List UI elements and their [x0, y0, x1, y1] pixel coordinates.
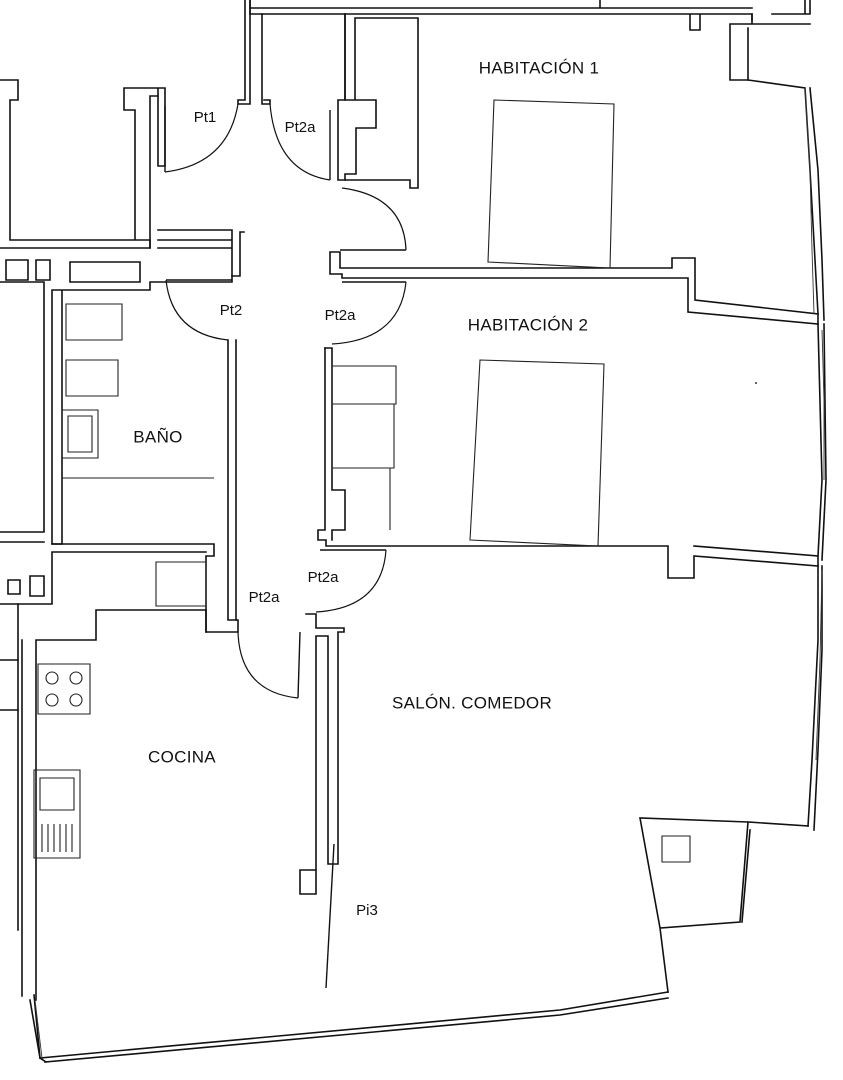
wall-left-block-inner — [149, 95, 159, 249]
door-arc-pt2a-top — [269, 103, 331, 181]
wall-bottom-exterior — [33, 991, 669, 1064]
hob — [37, 663, 91, 715]
wall-pt2a-top-jamb — [261, 13, 271, 105]
door-labels: Pt1 Pt2a Pt2 Pt2a Pt2a Pt2a Pi3 — [194, 109, 378, 919]
wall-left-exterior-mid — [0, 281, 45, 543]
door-arc-pt1 — [164, 103, 239, 173]
bed-hab2 — [469, 359, 605, 547]
wall-pt1-jamb — [237, 0, 251, 105]
door-arc-pt2a-ll — [237, 631, 299, 699]
cabinet-cocina — [155, 561, 207, 607]
door-leaf-pi3 — [325, 843, 335, 989]
wall-hab1-hab2 — [329, 251, 819, 325]
furniture — [33, 99, 757, 859]
label-pt2a-mid: Pt2a — [325, 307, 357, 324]
room-labels: HABITACIÓN 1 HABITACIÓN 2 BAÑO SALÓN. CO… — [133, 58, 599, 766]
door-leaf-pt2a-ll — [297, 631, 301, 699]
wall-left-block-top — [0, 79, 166, 249]
wall-cocina — [17, 551, 207, 1001]
label-habitacion2: HABITACIÓN 2 — [468, 315, 588, 334]
wall-salon-bay — [639, 817, 809, 993]
window-right — [804, 87, 825, 761]
label-pt1: Pt1 — [194, 109, 217, 126]
wall-cocina-outer — [0, 639, 41, 1059]
wall-hab2-left-inner — [324, 347, 346, 541]
wall-top-exterior — [249, 0, 753, 31]
label-salon: SALÓN. COMEDOR — [392, 693, 552, 712]
label-pt2a-lower-right: Pt2a — [308, 569, 340, 586]
wall-hab1-left-outer — [337, 13, 346, 181]
label-pi3: Pi3 — [356, 902, 378, 919]
doors — [164, 103, 407, 989]
bed-hab1 — [487, 99, 615, 269]
bano-fixture-1 — [65, 303, 123, 341]
wardrobe-hab2 — [331, 365, 397, 530]
wall-hab1-left — [344, 13, 419, 189]
door-arc-pt2 — [165, 279, 229, 341]
door-arc-hab1 — [341, 187, 407, 251]
walls — [0, 0, 827, 1064]
label-pt2a-lower-left: Pt2a — [249, 589, 281, 606]
bano-washbasin — [61, 409, 99, 459]
window-bottom — [34, 999, 43, 1059]
label-bano: BAÑO — [133, 427, 182, 446]
dot-mark — [755, 382, 757, 384]
wall-cubicles-lower — [0, 575, 45, 605]
door-arc-pt2a-mid — [331, 281, 407, 345]
label-pt2a-top: Pt2a — [285, 119, 317, 136]
wall-cubicles — [5, 259, 141, 283]
wall-cocina-salon — [299, 613, 345, 895]
wall-hab2-left — [317, 347, 819, 579]
wall-corridor-left — [51, 339, 239, 633]
sink — [33, 769, 81, 859]
wall-junction-top — [157, 229, 245, 277]
label-habitacion1: HABITACIÓN 1 — [479, 58, 599, 77]
column-salon — [661, 835, 691, 863]
door-arc-pt2a-lr — [315, 549, 387, 613]
label-pt2: Pt2 — [220, 302, 243, 319]
wall-right-exterior — [747, 79, 827, 831]
label-cocina: COCINA — [148, 747, 216, 766]
wall-top-right-corner — [729, 0, 811, 81]
bano-fixture-2 — [65, 359, 119, 397]
